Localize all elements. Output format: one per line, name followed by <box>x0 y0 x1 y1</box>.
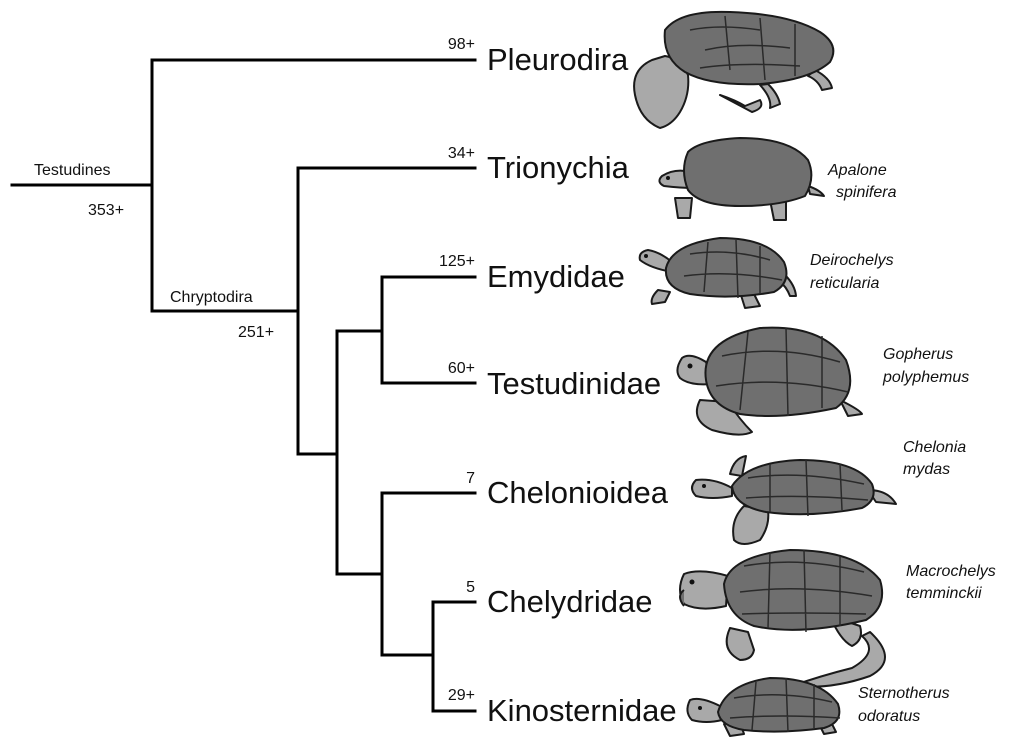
count-chelydridae: 5 <box>466 579 475 596</box>
species-macrochelys-line1: Macrochelys <box>906 563 996 580</box>
count-testudinidae: 60+ <box>448 360 475 377</box>
emydidae-turtle-icon <box>640 238 796 308</box>
chelonioidea-turtle-icon <box>692 456 896 544</box>
turtle-illustrations <box>634 12 896 736</box>
species-chelonia-line1: Chelonia <box>903 439 966 456</box>
chelydridae-turtle-icon <box>680 550 885 687</box>
trionychia-turtle-icon <box>659 138 824 220</box>
species-chelonia-line2: mydas <box>903 461 950 478</box>
species-sternotherus-line2: odoratus <box>858 708 920 725</box>
count-kinosternidae: 29+ <box>448 687 475 704</box>
clade-trionychia: Trionychia <box>487 150 630 185</box>
testudinidae-turtle-icon <box>677 328 862 435</box>
species-apalone-line1: Apalone <box>827 162 887 179</box>
root-label: Testudines <box>34 162 111 179</box>
clade-testudinidae: Testudinidae <box>487 366 661 401</box>
clade-chelonioidea: Chelonioidea <box>487 475 669 510</box>
count-chelonioidea: 7 <box>466 470 475 487</box>
clade-emydidae: Emydidae <box>487 259 625 294</box>
kinosternidae-turtle-icon <box>687 678 840 736</box>
chryptodira-label: Chryptodira <box>170 289 253 306</box>
count-pleurodira: 98+ <box>448 36 475 53</box>
species-apalone-line2: spinifera <box>836 184 897 201</box>
clade-pleurodira: Pleurodira <box>487 42 629 77</box>
clade-chelydridae: Chelydridae <box>487 584 652 619</box>
chryptodira-count: 251+ <box>238 324 274 341</box>
tree-branches <box>12 60 475 711</box>
root-count: 353+ <box>88 202 124 219</box>
species-deirochelys-line2: reticularia <box>810 275 879 292</box>
clade-kinosternidae: Kinosternidae <box>487 693 677 728</box>
species-gopherus-line2: polyphemus <box>882 369 969 386</box>
count-trionychia: 34+ <box>448 145 475 162</box>
count-emydidae: 125+ <box>439 253 475 270</box>
species-sternotherus-line1: Sternotherus <box>858 685 950 702</box>
pleurodira-turtle-icon <box>634 12 833 128</box>
species-deirochelys-line1: Deirochelys <box>810 252 894 269</box>
species-macrochelys-line2: temminckii <box>906 585 982 602</box>
species-gopherus-line1: Gopherus <box>883 346 953 363</box>
